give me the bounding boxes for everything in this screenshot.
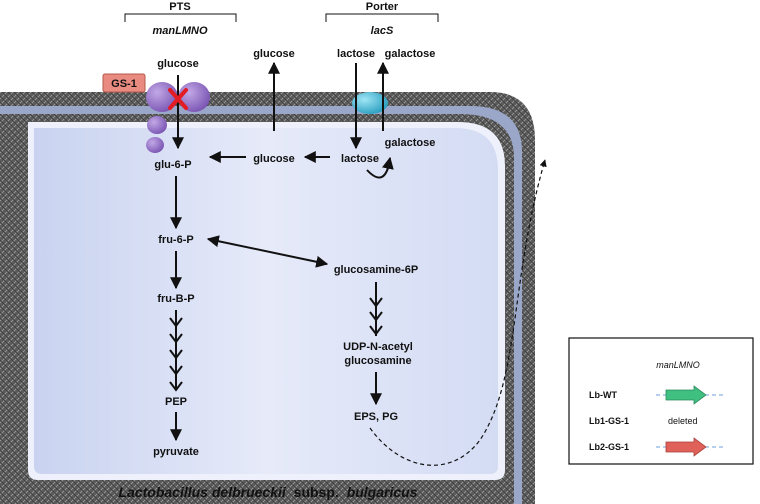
label-eps: EPS, PG (354, 411, 398, 423)
legend-strain-1: Lb1-GS-1 (589, 416, 629, 426)
cell-wall (0, 92, 535, 504)
label-pep: PEP (165, 396, 187, 408)
multistep-chevrons-glucosamine (369, 297, 383, 336)
caption-subspecies: bulgaricus (347, 484, 418, 500)
dashed-export-arrow (369, 159, 547, 466)
cytoplasm (34, 128, 498, 474)
label-galactose-int: galactose (385, 137, 436, 149)
gs1-box: GS-1 (102, 73, 146, 93)
pts-gene: manLMNO (153, 25, 208, 37)
caption: Lactobacillus delbrueckii subsp. bulgari… (119, 484, 418, 500)
label-pyruvate: pyruvate (153, 446, 199, 458)
porter-title: Porter (366, 1, 399, 13)
arrow-lactose-to-galactose (366, 156, 394, 179)
label-glucose-in: glucose (157, 58, 199, 70)
label-glucosamine6p: glucosamine-6P (334, 264, 418, 276)
legend-arrow-wt (656, 385, 726, 405)
porter-header: Porter lacS (325, 1, 439, 37)
caption-subsp: subsp. (294, 484, 339, 500)
label-lactose-int: lactose (341, 153, 379, 165)
gs1-label: GS-1 (111, 78, 137, 90)
caption-species: Lactobacillus delbrueckii (119, 484, 287, 500)
legend-strain-2: Lb2-GS-1 (589, 442, 629, 452)
pts-title: PTS (169, 1, 190, 13)
label-glu6p: glu-6-P (154, 159, 191, 171)
blocked-x-icon (168, 88, 188, 110)
multistep-chevrons-glycolysis (169, 317, 183, 392)
label-galactose-ext: galactose (385, 48, 436, 60)
label-udp-line2: glucosamine (344, 355, 411, 367)
legend-strain-0: Lb-WT (589, 390, 617, 400)
legend-status-1: deleted (668, 416, 698, 426)
porter-gene: lacS (371, 25, 394, 37)
legend-arrow-lb2 (656, 437, 726, 457)
label-lactose-ext: lactose (337, 48, 375, 60)
lacs-porter (352, 92, 388, 114)
label-glucose-out: glucose (253, 48, 295, 60)
legend-gene: manLMNO (656, 360, 700, 370)
pts-header: PTS manLMNO (124, 1, 237, 37)
label-udp-line1: UDP-N-acetyl (343, 341, 413, 353)
label-fru6p: fru-6-P (158, 234, 193, 246)
label-glucose-int: glucose (253, 153, 295, 165)
arrow-fru6p-glucosamine (206, 235, 329, 268)
label-frubp: fru-B-P (157, 293, 194, 305)
legend: manLMNO Lb-WT Lb1-GS-1 deleted Lb2-GS-1 (568, 337, 754, 465)
legend-box (568, 337, 754, 465)
pathway-arrows (170, 61, 394, 442)
